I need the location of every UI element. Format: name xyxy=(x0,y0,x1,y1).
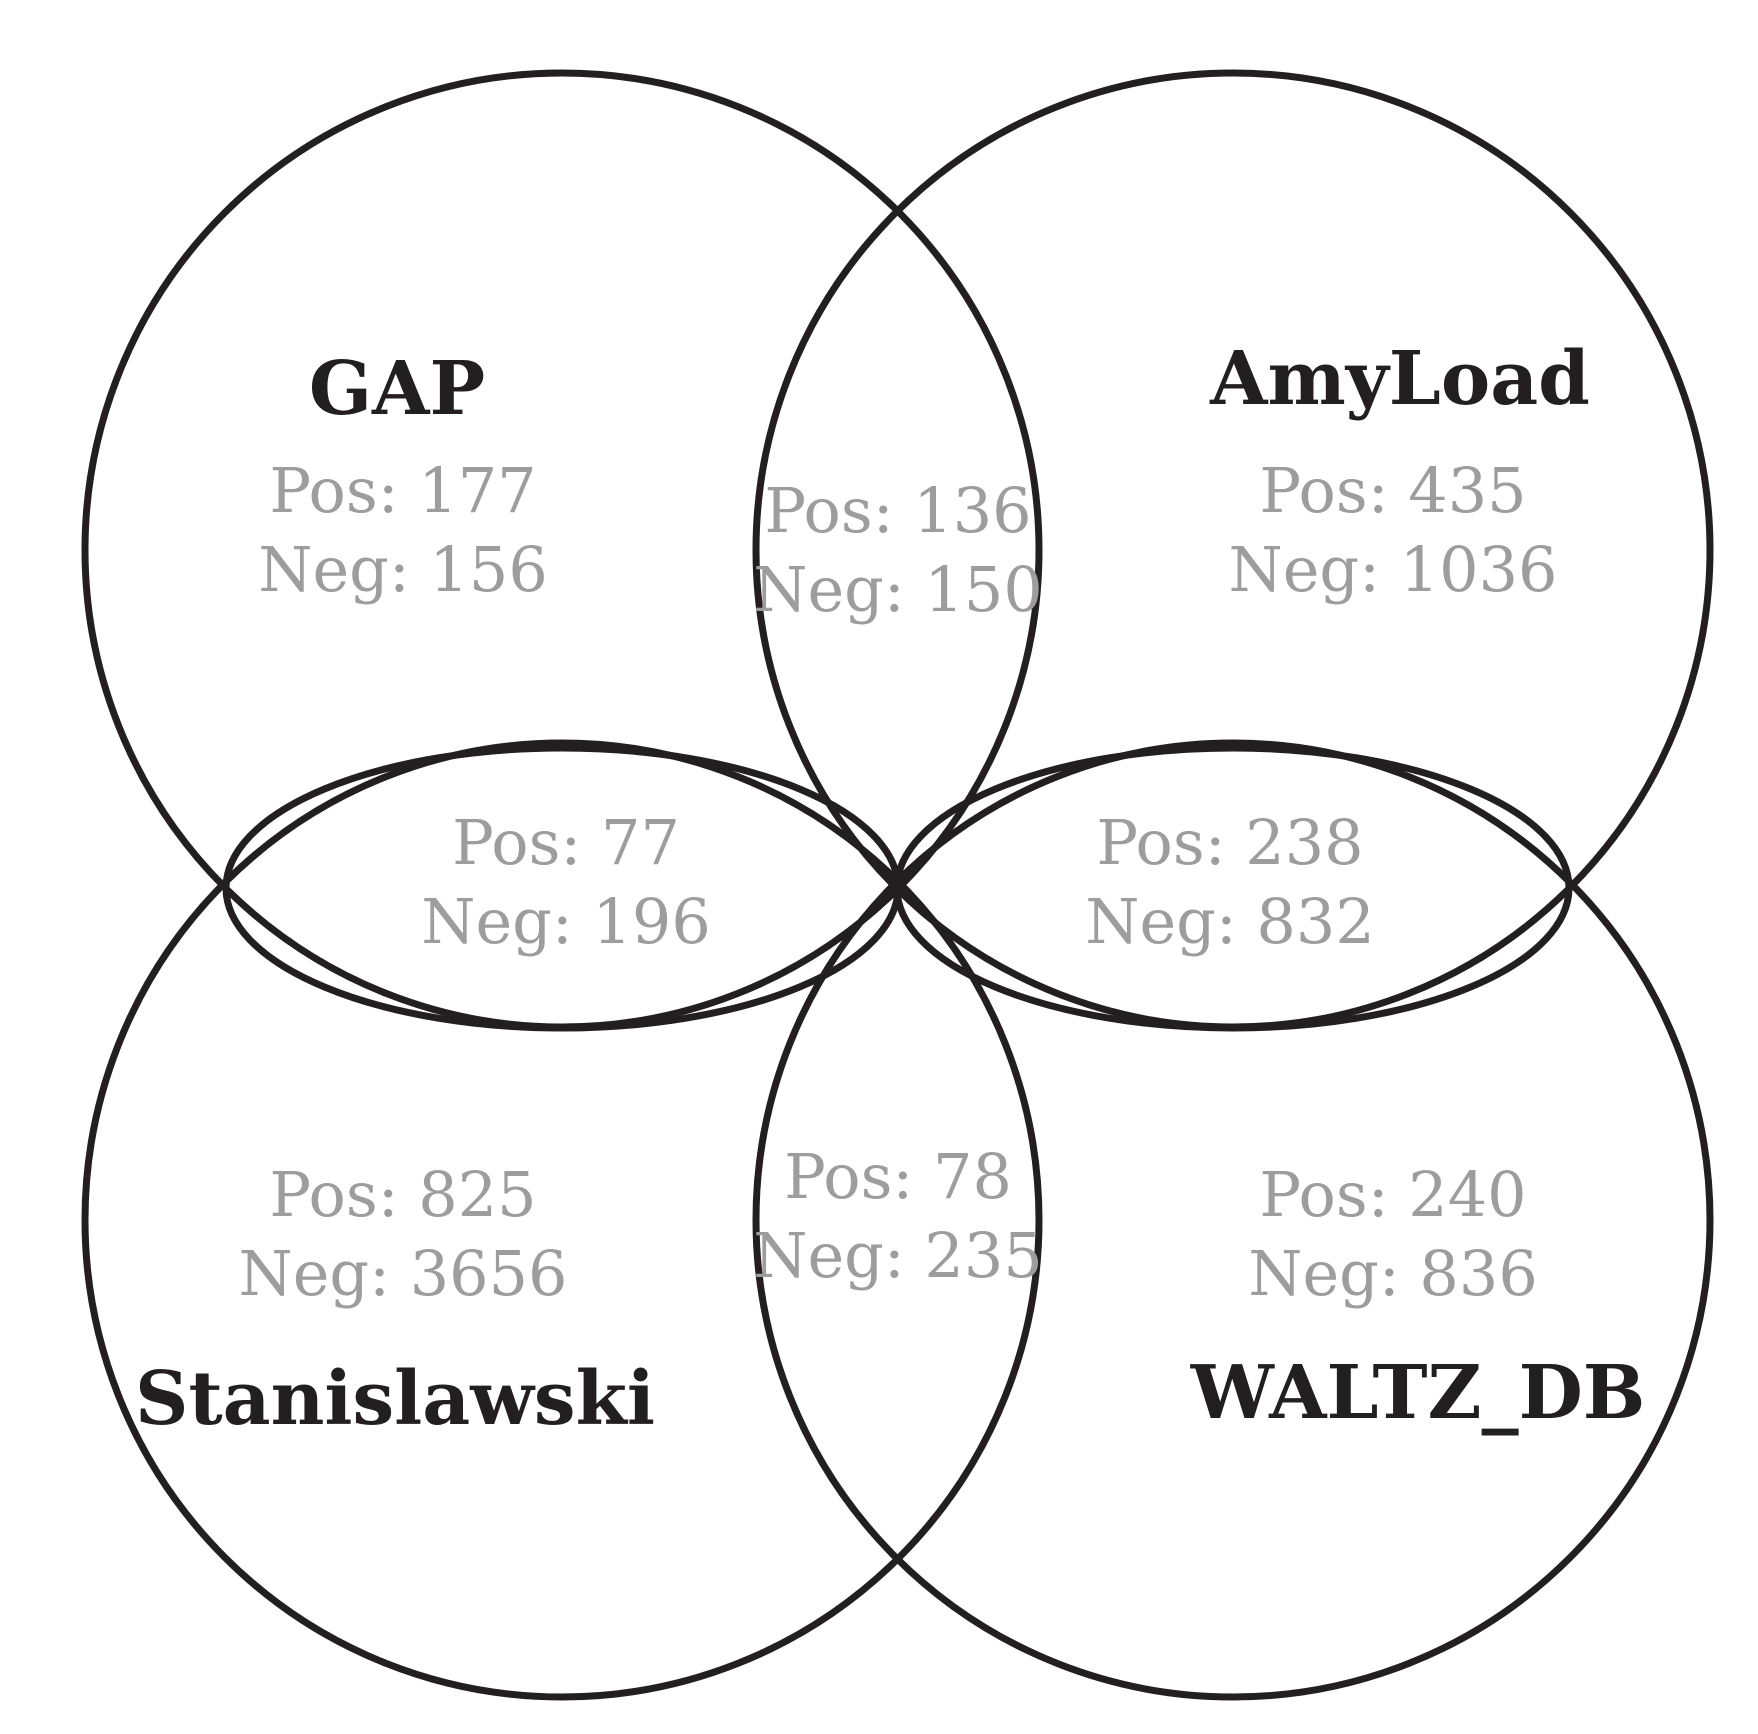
gap-only-pos: Pos: 177 xyxy=(269,454,536,527)
gap-stanislawski-neg: Neg: 196 xyxy=(421,885,711,958)
amyload-title: AmyLoad xyxy=(1209,336,1590,422)
stanislawski-waltz-neg: Neg: 235 xyxy=(753,1219,1043,1292)
amyload-waltz-neg: Neg: 832 xyxy=(1085,885,1375,958)
gap-title: GAP xyxy=(309,346,485,432)
amyload-waltz-pos: Pos: 238 xyxy=(1096,806,1363,879)
waltz-only-neg: Neg: 836 xyxy=(1248,1237,1538,1310)
waltz-circle xyxy=(752,739,1714,1701)
stanislawski-waltz-pos: Pos: 78 xyxy=(784,1140,1012,1213)
amyload-only-pos: Pos: 435 xyxy=(1259,454,1526,527)
stanislawski-only-pos: Pos: 825 xyxy=(269,1158,536,1231)
amyload-waltz-lens xyxy=(893,744,1573,1032)
gap-only-neg: Neg: 156 xyxy=(258,533,548,606)
waltz-title: WALTZ_DB xyxy=(1190,1350,1646,1436)
stanislawski-title: Stanislawski xyxy=(135,1356,655,1442)
stanislawski-only-neg: Neg: 3656 xyxy=(238,1237,567,1310)
gap-stanislawski-pos: Pos: 77 xyxy=(452,806,680,879)
gap-amyload-pos: Pos: 136 xyxy=(764,474,1031,547)
gap-amyload-neg: Neg: 150 xyxy=(753,553,1043,626)
stanislawski-circle xyxy=(81,739,1043,1701)
amyload-only-neg: Neg: 1036 xyxy=(1228,533,1557,606)
waltz-only-pos: Pos: 240 xyxy=(1259,1158,1526,1231)
